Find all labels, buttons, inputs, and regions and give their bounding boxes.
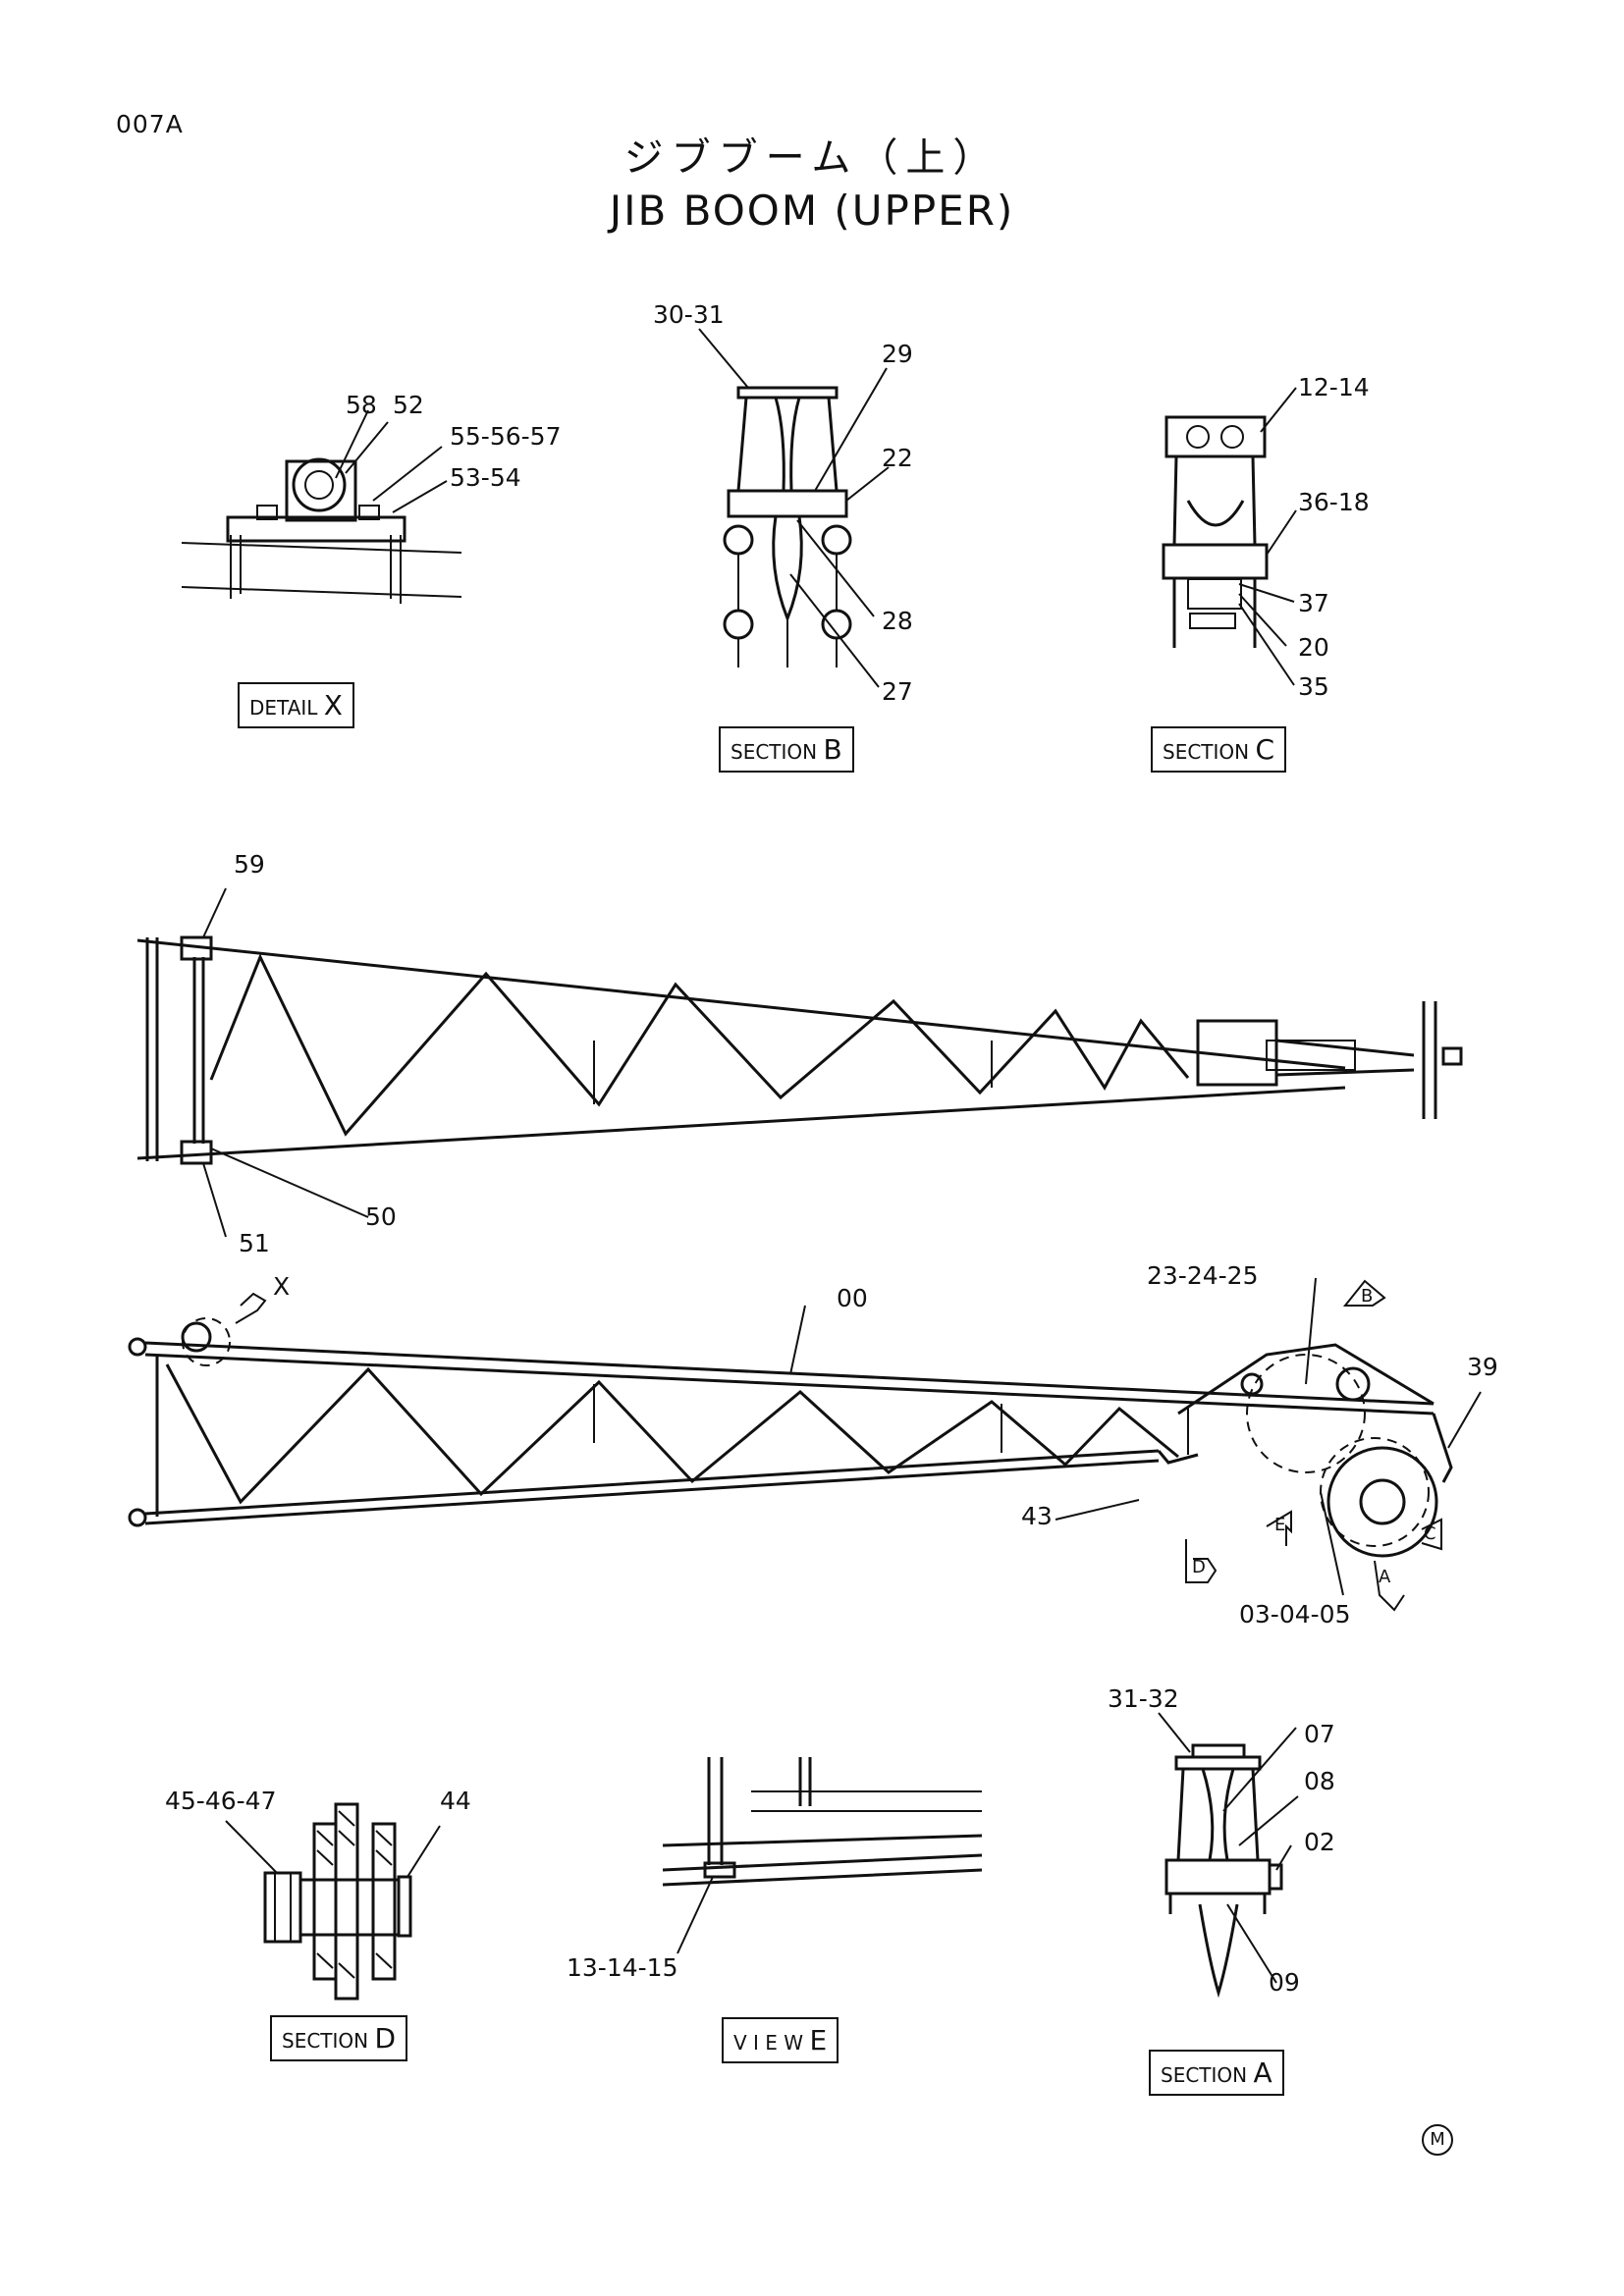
view-arrow-d: D xyxy=(1192,1557,1206,1577)
callout-13-14-15: 13-14-15 xyxy=(567,1953,678,1982)
callout-29: 29 xyxy=(882,340,913,368)
view-arrow-c: C xyxy=(1424,1523,1436,1544)
callout-28: 28 xyxy=(882,607,913,635)
callout-27: 27 xyxy=(882,677,913,706)
section-b-prefix: SECTION xyxy=(731,740,818,764)
title-japanese: ジブブーム（上） xyxy=(623,135,1001,181)
callout-39: 39 xyxy=(1467,1353,1498,1381)
callout-52: 52 xyxy=(393,391,424,419)
callout-43: 43 xyxy=(1021,1502,1053,1530)
section-c-letter: C xyxy=(1255,733,1275,766)
section-b-label: SECTION B xyxy=(719,726,854,773)
section-c-label: SECTION C xyxy=(1151,726,1287,773)
callout-23-24-25: 23-24-25 xyxy=(1147,1261,1259,1290)
view-e-label: V I E W E xyxy=(722,2017,839,2063)
callout-37: 37 xyxy=(1298,589,1329,617)
callout-07: 07 xyxy=(1304,1720,1335,1748)
section-c-drawing xyxy=(1162,387,1297,686)
side-view-jib-drawing xyxy=(128,1277,1482,1596)
callout-x: X xyxy=(273,1272,291,1301)
section-b-letter: B xyxy=(823,733,842,766)
detail-x-prefix: DETAIL xyxy=(249,696,318,720)
callout-58: 58 xyxy=(346,391,377,419)
callout-12-14: 12-14 xyxy=(1298,373,1370,401)
section-d-prefix: SECTION xyxy=(282,2029,369,2053)
callout-44: 44 xyxy=(440,1787,471,1815)
top-view-truss-drawing xyxy=(136,887,1463,1238)
section-d-letter: D xyxy=(374,2022,397,2055)
callout-45-46-47: 45-46-47 xyxy=(165,1787,277,1815)
callout-53-54: 53-54 xyxy=(450,463,521,492)
callout-20: 20 xyxy=(1298,633,1329,662)
page-code: 007A xyxy=(116,110,184,138)
callout-59: 59 xyxy=(234,850,265,879)
detail-x-drawing xyxy=(181,409,462,604)
view-e-drawing xyxy=(662,1757,983,1954)
callout-08: 08 xyxy=(1304,1767,1335,1795)
section-a-prefix: SECTION xyxy=(1161,2063,1248,2087)
detail-x-letter: X xyxy=(323,689,343,721)
callout-55-56-57: 55-56-57 xyxy=(450,422,562,451)
view-e-letter: E xyxy=(809,2024,828,2056)
section-a-label: SECTION A xyxy=(1149,2050,1284,2096)
view-e-prefix: V I E W xyxy=(733,2031,804,2055)
callout-50: 50 xyxy=(365,1202,397,1231)
section-b-drawing xyxy=(698,328,890,688)
corner-mark: M xyxy=(1422,2124,1453,2156)
section-a-letter: A xyxy=(1253,2056,1272,2089)
detail-x-label: DETAIL X xyxy=(238,682,354,728)
title-english: JIB BOOM (UPPER) xyxy=(609,187,1015,235)
callout-36-18: 36-18 xyxy=(1298,488,1370,516)
view-arrow-a: A xyxy=(1379,1567,1391,1587)
callout-30-31: 30-31 xyxy=(653,300,725,329)
callout-00: 00 xyxy=(837,1284,868,1312)
section-d-drawing xyxy=(225,1802,441,2001)
view-arrow-e: E xyxy=(1274,1515,1286,1535)
callout-03-04-05: 03-04-05 xyxy=(1239,1600,1351,1629)
section-a-drawing xyxy=(1158,1712,1299,1999)
callout-22: 22 xyxy=(882,444,913,472)
callout-35: 35 xyxy=(1298,672,1329,701)
callout-02: 02 xyxy=(1304,1828,1335,1856)
view-arrows-drawing xyxy=(1185,1279,1442,1612)
callout-09: 09 xyxy=(1269,1968,1300,1997)
callout-31-32: 31-32 xyxy=(1108,1684,1179,1713)
view-arrow-b: B xyxy=(1361,1286,1374,1307)
section-d-label: SECTION D xyxy=(270,2015,408,2061)
section-c-prefix: SECTION xyxy=(1163,740,1250,764)
callout-51: 51 xyxy=(239,1229,270,1257)
